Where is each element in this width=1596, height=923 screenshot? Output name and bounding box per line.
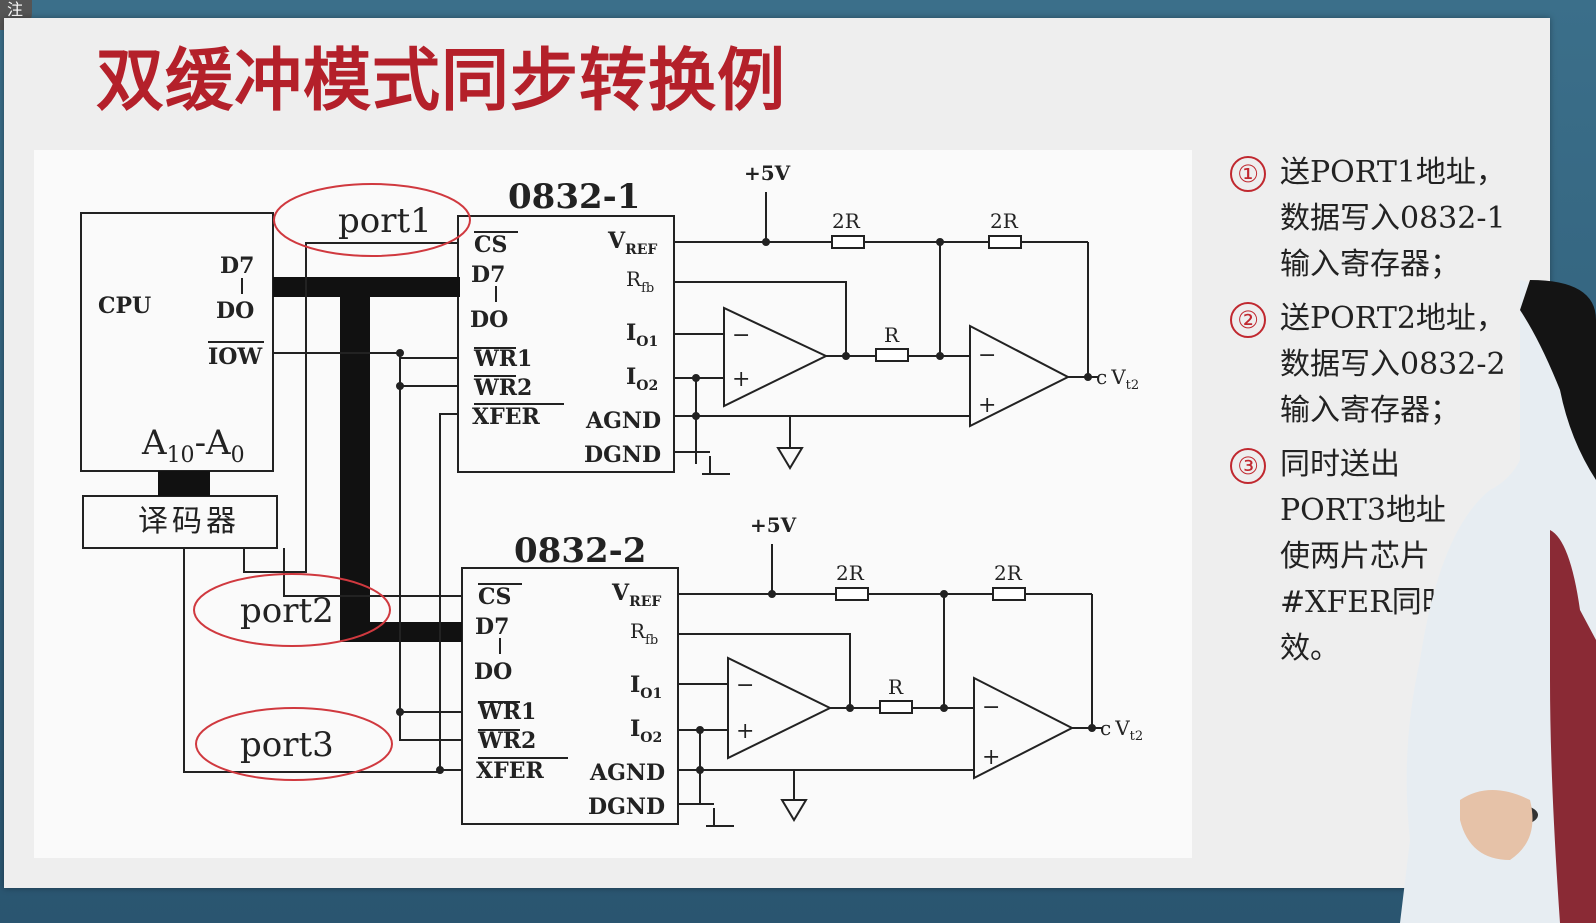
- chip-2-pin-dgnd: DGND: [588, 794, 665, 820]
- chip-1-pin-wr2: WR2: [473, 375, 532, 401]
- chip-1-supply: +5V: [744, 161, 791, 185]
- chip-2-resistor-2r-a: 2R: [836, 561, 865, 585]
- chip-2-resistor-r: R: [888, 675, 904, 699]
- chip-2-resistor-2r-b: 2R: [994, 561, 1023, 585]
- chip-2-pin-wr1: WR1: [477, 699, 536, 725]
- opamp-2b-minus: −: [982, 695, 1000, 720]
- opamp-1b-minus: −: [978, 343, 996, 368]
- note-line: 送PORT1地址，: [1280, 155, 1506, 190]
- note-line: PORT3地址: [1280, 493, 1446, 528]
- chip-1-label: 0832-1: [508, 177, 640, 217]
- note-line: 输入寄存器；: [1280, 393, 1460, 428]
- chip-1-pin-dgnd: DGND: [584, 442, 661, 468]
- port2-label: port2: [240, 591, 334, 631]
- chip-2-pin-wr2: WR2: [477, 728, 536, 754]
- note-step-1: ① 送PORT1地址， 数据写入0832-1 输入寄存器；: [1226, 150, 1546, 288]
- chip-2-box: [461, 567, 679, 825]
- chip-1-pin-vref: VREF: [607, 228, 657, 258]
- chip-1-pin-rfb: Rfb: [626, 267, 654, 296]
- step-3-number: ③: [1230, 448, 1266, 484]
- chip-2-pin-rfb: Rfb: [630, 619, 658, 648]
- port1-label: port1: [338, 201, 432, 241]
- circuit-svg: CPU D7 DO IOW A10-A0 译码器 port1 port2 por…: [80, 161, 1143, 827]
- opamp-2a-minus: −: [736, 673, 754, 698]
- chip-1-pin-d7: D7: [471, 262, 505, 288]
- opamp-1a-minus: −: [732, 323, 750, 348]
- chip-2-label: 0832-2: [514, 531, 646, 571]
- chip-1-pin-d0: DO: [470, 307, 508, 333]
- chip-1-pin-iout1: IO1: [626, 320, 658, 350]
- circuit-diagram: CPU D7 DO IOW A10-A0 译码器 port1 port2 por…: [34, 150, 1192, 858]
- chip-1-resistor-2r-b: 2R: [990, 209, 1019, 233]
- note-line: 使两片芯片: [1280, 539, 1430, 574]
- note-line: 效。: [1280, 631, 1340, 666]
- chip-2-pin-cs: CS: [478, 584, 511, 610]
- chip-2-pin-agnd: AGND: [589, 760, 665, 786]
- cpu-pin-d7: D7: [220, 253, 254, 279]
- opamp-2b-plus: +: [982, 745, 1000, 770]
- chip-1-pin-iout2: IO2: [626, 364, 658, 394]
- note-line: 送PORT2地址，: [1280, 301, 1506, 336]
- chip-1-pin-agnd: AGND: [585, 408, 661, 434]
- step-notes: ① 送PORT1地址， 数据写入0832-1 输入寄存器； ② 送PORT2地址…: [1226, 150, 1546, 680]
- chip-2-pin-iout1: IO1: [630, 672, 662, 702]
- chip-1-box: [457, 215, 675, 473]
- cpu-address-bus: A10-A0: [141, 423, 245, 468]
- chip-1-resistor-2r-a: 2R: [832, 209, 861, 233]
- note-line: 数据写入0832-1: [1280, 201, 1506, 236]
- opamp-1a-plus: +: [732, 367, 750, 392]
- slide-title: 双缓冲模式同步转换例: [96, 42, 787, 121]
- cpu-label: CPU: [98, 293, 151, 319]
- presenter-video: [1400, 280, 1596, 923]
- note-line: 数据写入0832-2: [1280, 347, 1506, 382]
- chip-1-resistor-r: R: [884, 323, 900, 347]
- chip-2-supply: +5V: [750, 513, 797, 537]
- chip-2-pin-d7: D7: [475, 614, 509, 640]
- chip-2-pin-vref: VREF: [611, 580, 661, 610]
- note-line: 同时送出: [1280, 447, 1400, 482]
- note-step-2: ② 送PORT2地址， 数据写入0832-2 输入寄存器；: [1226, 296, 1546, 434]
- opamp-2a-plus: +: [736, 719, 754, 744]
- decoder-label: 译码器: [138, 504, 240, 539]
- step-2-number: ②: [1230, 302, 1266, 338]
- cpu-pin-iow: IOW: [208, 344, 262, 370]
- chip-1-pin-wr1: WR1: [473, 346, 532, 372]
- note-line: 输入寄存器；: [1280, 247, 1460, 282]
- chip-1-pin-cs: CS: [474, 232, 507, 258]
- cpu-pin-d0: DO: [216, 298, 254, 324]
- step-1-number: ①: [1230, 156, 1266, 192]
- opamp-1b-plus: +: [978, 393, 996, 418]
- chip-2-pin-iout2: IO2: [630, 716, 662, 746]
- chip-2-pin-d0: DO: [474, 659, 512, 685]
- port3-label: port3: [240, 725, 334, 765]
- chip-1-pin-xfer: XFER: [472, 404, 540, 430]
- chip-2-pin-xfer: XFER: [476, 758, 544, 784]
